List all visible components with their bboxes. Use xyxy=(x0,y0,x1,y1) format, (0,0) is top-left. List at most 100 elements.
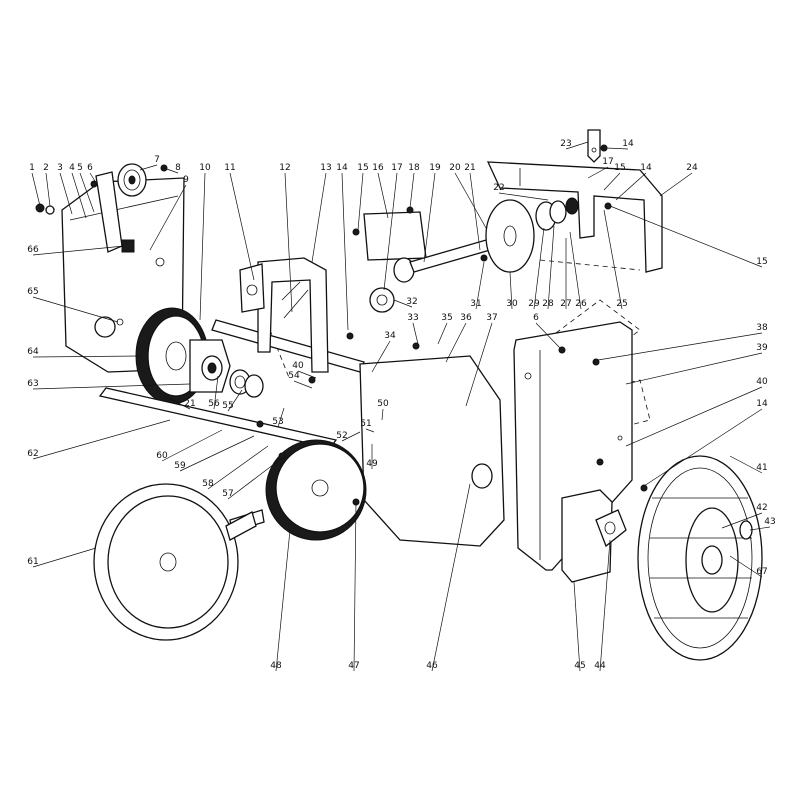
callout-label-54: 54 xyxy=(288,371,300,381)
traction-pulley xyxy=(93,483,257,641)
callout-leader xyxy=(32,296,119,323)
callout-label-32: 32 xyxy=(406,297,417,307)
callout-label-65: 65 xyxy=(27,287,38,297)
callout-label-11: 11 xyxy=(224,163,235,173)
callout-label-59: 59 xyxy=(174,461,186,471)
callout-label-4: 4 xyxy=(69,163,75,173)
pivot-bracket xyxy=(239,263,265,313)
callout-leader xyxy=(284,172,293,313)
callout-leader xyxy=(465,322,493,407)
callout-label-14: 14 xyxy=(756,399,768,409)
idler-pulley xyxy=(117,163,147,197)
pulley-hub xyxy=(189,339,231,393)
callout-leader xyxy=(353,501,357,672)
callout-label-38: 38 xyxy=(756,323,768,333)
callout-leader xyxy=(597,332,763,361)
callout-label-36: 36 xyxy=(460,313,472,323)
callout-leader xyxy=(431,483,471,672)
callout-leader xyxy=(149,184,187,251)
callout-label-29: 29 xyxy=(528,299,540,309)
callout-leader xyxy=(547,225,555,310)
callout-leader xyxy=(605,147,629,150)
callout-leader xyxy=(32,355,141,358)
callout-label-17: 17 xyxy=(602,157,613,167)
axle-plate xyxy=(561,489,613,583)
upper-frame xyxy=(486,161,663,273)
callout-label-19: 19 xyxy=(429,163,441,173)
callout-label-45: 45 xyxy=(574,661,585,671)
callout-leader xyxy=(365,428,375,433)
callout-leader xyxy=(179,435,255,472)
callout-leader xyxy=(59,172,73,215)
callout-leader xyxy=(377,172,389,219)
callout-label-64: 64 xyxy=(27,347,39,357)
callout-leader xyxy=(533,227,545,310)
callout-leader xyxy=(603,172,621,191)
callout-leader xyxy=(227,457,283,500)
callout-leader xyxy=(371,340,391,373)
callout-leader xyxy=(275,529,291,672)
callout-leader xyxy=(625,352,763,385)
callout-label-40: 40 xyxy=(756,377,768,387)
callout-label-25: 25 xyxy=(616,299,627,309)
callout-label-51: 51 xyxy=(360,419,371,429)
callout-leader xyxy=(609,205,763,268)
callout-leader xyxy=(573,581,581,672)
callout-label-22: 22 xyxy=(493,183,504,193)
callout-leader xyxy=(659,172,693,197)
callout-label-13: 13 xyxy=(320,163,331,173)
callout-leader xyxy=(383,172,398,291)
clevis xyxy=(587,129,601,163)
callout-leader xyxy=(565,141,589,150)
callout-leader xyxy=(643,408,763,487)
callout-leader xyxy=(729,455,763,474)
callout-label-30: 30 xyxy=(506,299,518,309)
callout-leader xyxy=(32,383,191,390)
callout-leader xyxy=(412,322,419,345)
callout-label-14: 14 xyxy=(336,163,348,173)
callout-leader xyxy=(229,172,255,281)
callout-leader xyxy=(227,389,243,412)
drive-gear xyxy=(265,439,367,541)
disc-bearings xyxy=(535,197,579,231)
callout-label-52: 52 xyxy=(336,431,347,441)
callout-label-26: 26 xyxy=(575,299,587,309)
bearings xyxy=(229,369,264,398)
callout-label-39: 39 xyxy=(756,343,768,353)
callout-leader xyxy=(509,271,513,310)
callout-leader xyxy=(445,322,467,363)
callout-leader xyxy=(569,231,582,310)
callout-leader xyxy=(423,172,436,263)
callout-leader xyxy=(437,322,448,345)
callout-label-6: 6 xyxy=(87,163,93,173)
callout-label-15: 15 xyxy=(357,163,368,173)
callout-label-5: 5 xyxy=(77,163,83,173)
callout-leader xyxy=(625,386,763,447)
callout-leader xyxy=(293,380,313,389)
callout-label-33: 33 xyxy=(407,313,418,323)
callout-leader xyxy=(603,209,623,310)
callout-label-9: 9 xyxy=(183,175,189,185)
callout-leader xyxy=(32,245,125,256)
callout-label-53: 53 xyxy=(272,417,283,427)
gear-housing xyxy=(359,355,505,547)
callout-leader xyxy=(498,192,549,201)
callout-label-55: 55 xyxy=(222,401,233,411)
callout-label-56: 56 xyxy=(208,399,220,409)
callout-label-18: 18 xyxy=(408,163,420,173)
callout-label-57: 57 xyxy=(222,489,233,499)
callout-label-67: 67 xyxy=(756,567,767,577)
drive-wheel xyxy=(637,455,763,661)
callout-label-7: 7 xyxy=(154,155,160,165)
callout-label-40: 40 xyxy=(292,361,304,371)
small-sprocket xyxy=(369,287,395,313)
callout-label-17: 17 xyxy=(391,163,402,173)
callout-label-8: 8 xyxy=(175,163,181,173)
callout-label-63: 63 xyxy=(27,379,38,389)
callout-label-31: 31 xyxy=(470,299,481,309)
callout-leader xyxy=(89,172,99,187)
callout-leader xyxy=(381,408,384,421)
callout-leader xyxy=(721,512,763,529)
